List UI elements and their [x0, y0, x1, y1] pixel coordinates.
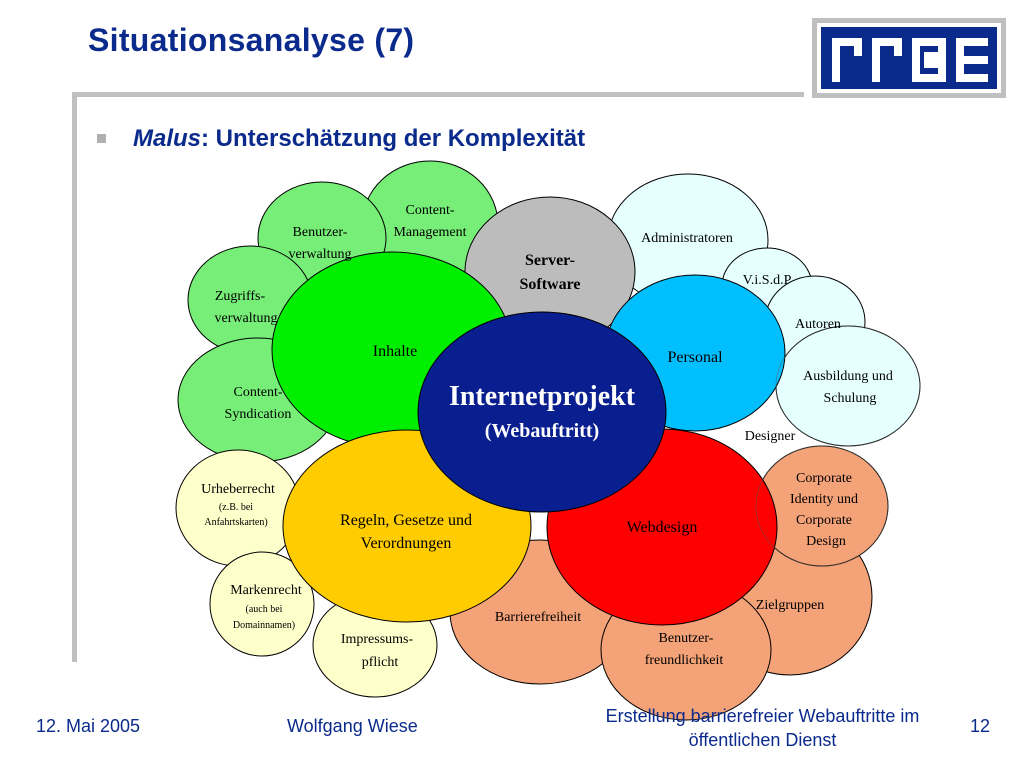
footer-page-number: 12 — [970, 716, 991, 736]
designer-label: Designer — [745, 429, 796, 444]
regeln-label-2: Verordnungen — [361, 535, 452, 552]
corporate-label-3: Corporate — [796, 513, 852, 528]
bullet-emphasis: Malus — [133, 125, 202, 152]
impressumspflicht-label: Impressums- — [341, 632, 414, 647]
center-subtitle: (Webauftritt) — [485, 420, 599, 442]
zugriffsverwaltung-label-2: verwaltung — [215, 311, 278, 326]
benutzerverwaltung-label: Benutzer- — [293, 225, 348, 240]
markenrecht-bubble — [209, 551, 315, 657]
benutzerverwaltung-label-2: verwaltung — [289, 247, 352, 262]
content-syndication-label-2: Syndication — [225, 407, 292, 422]
markenrecht-label: Markenrecht — [230, 583, 302, 598]
footer-date: 12. Mai 2005 — [36, 716, 141, 736]
urheberrecht-note-1: (z.B. bei — [219, 502, 253, 513]
server-software-label: Server- — [525, 252, 575, 269]
ausbildung-label: Ausbildung und — [803, 369, 893, 384]
corporate-label-2: Identity und — [790, 492, 858, 507]
administratoren-label: Administratoren — [641, 231, 733, 246]
content-management-label: Content- — [406, 203, 455, 218]
benutzerfreundlichkeit-label: Benutzer- — [659, 631, 714, 646]
footer-course: Erstellung barrierefreier Webauftritte i… — [570, 704, 955, 752]
bullet-text: Malus: Unterschätzung der Komplexität — [133, 125, 585, 153]
visdp-label: V.i.S.d.P — [743, 273, 792, 288]
bullet-square-icon — [97, 134, 106, 143]
bullet-rest: : Unterschätzung der Komplexität — [201, 125, 586, 152]
regeln-label: Regeln, Gesetze und — [340, 512, 472, 529]
zugriffsverwaltung-label: Zugriffs- — [215, 289, 266, 304]
title-divider-vertical — [72, 92, 77, 662]
benutzerfreundlichkeit-label-2: freundlichkeit — [645, 653, 724, 668]
ausbildung-bubble — [775, 325, 921, 447]
urheberrecht-note-2: Anfahrtskarten) — [204, 517, 267, 528]
barrierefreiheit-label: Barrierefreiheit — [495, 610, 581, 625]
impressumspflicht-label-2: pflicht — [362, 655, 399, 670]
corporate-label-1: Corporate — [796, 471, 852, 486]
urheberrecht-label: Urheberrecht — [201, 482, 275, 497]
markenrecht-note-2: Domainnamen) — [233, 620, 295, 631]
autoren-label: Autoren — [795, 317, 841, 332]
corporate-label-4: Design — [806, 534, 846, 549]
webdesign-label: Webdesign — [627, 519, 698, 536]
markenrecht-note-1: (auch bei — [246, 604, 283, 615]
footer-author: Wolfgang Wiese — [287, 716, 418, 736]
slide-title: Situationsanalyse (7) — [88, 22, 415, 58]
ausbildung-label-2: Schulung — [824, 391, 877, 406]
center-title: Internetprojekt — [449, 381, 636, 412]
server-software-label-2: Software — [519, 276, 580, 293]
inhalte-label: Inhalte — [373, 343, 417, 360]
title-divider-horizontal — [74, 92, 804, 97]
content-management-label-2: Management — [393, 225, 466, 240]
footer-course-line2: öffentlichen Dienst — [688, 730, 837, 750]
internetprojekt-center — [417, 311, 667, 513]
zielgruppen-label: Zielgruppen — [756, 598, 824, 613]
footer-course-line1: Erstellung barrierefreier Webauftritte i… — [605, 706, 920, 726]
rrze-logo — [812, 18, 1006, 98]
personal-label: Personal — [667, 349, 723, 366]
content-syndication-label: Content- — [234, 385, 283, 400]
